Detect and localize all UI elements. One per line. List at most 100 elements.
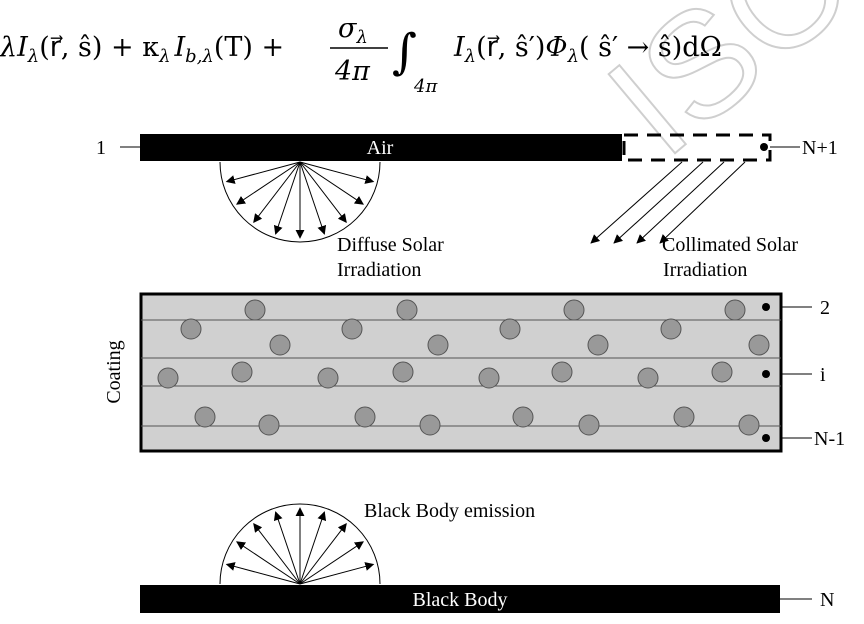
- equation-phase-function: Φ: [545, 32, 567, 63]
- radiation-arrow: [253, 161, 301, 224]
- node-i-label: i: [820, 364, 826, 386]
- radiation-arrow: [225, 562, 301, 585]
- collimated-arrow: [613, 161, 704, 244]
- particle: [341, 318, 363, 340]
- svg-text:Iλ(r⃗, ŝ′)Φλ( ŝ′ → ŝ)dΩ: Iλ(r⃗, ŝ′)Φλ( ŝ′ → ŝ)dΩ: [453, 32, 722, 67]
- particle: [269, 334, 291, 356]
- equation-intensity: I: [16, 32, 29, 63]
- diffuse-irradiation-hemisphere: [219, 161, 381, 243]
- radiation-arrow: [299, 161, 364, 205]
- equation-args-1: (r⃗, ŝ) + κ: [39, 32, 159, 63]
- radiation-arrow: [253, 522, 301, 585]
- black-body-emission-label: Black Body emission: [364, 500, 535, 522]
- particle: [427, 334, 449, 356]
- particle: [637, 367, 659, 389]
- equation-integral-domain: 4π: [413, 76, 438, 97]
- particle: [673, 406, 695, 428]
- coating-label: Coating: [103, 340, 125, 403]
- radiation-arrow: [273, 161, 301, 235]
- particle: [660, 318, 682, 340]
- equation-sub-lambda-4: λ: [567, 46, 579, 67]
- radiation-arrow: [236, 161, 301, 205]
- air-dashed-extension: [622, 133, 772, 162]
- black-body-layer: Black Body N: [140, 585, 834, 613]
- radiation-arrow: [299, 161, 347, 224]
- collimated-label-line2: Irradiation: [663, 259, 747, 281]
- radiation-arrow: [225, 161, 301, 184]
- air-label: Air: [367, 137, 394, 159]
- particle: [587, 334, 609, 356]
- equation-sub-lambda-3: λ: [464, 46, 476, 67]
- emission-arrows: [225, 507, 375, 585]
- node-dot-n-plus-1: [760, 143, 768, 151]
- particle: [180, 318, 202, 340]
- node-dot-i: [762, 370, 770, 378]
- black-body-bar: [140, 585, 780, 613]
- node-1-label: 1: [96, 137, 106, 159]
- collimated-arrow: [590, 161, 683, 244]
- node-n-minus-1-label: N-1: [814, 428, 845, 450]
- radiation-arrow: [299, 161, 375, 184]
- radiation-arrow: [299, 541, 364, 585]
- particle: [419, 414, 441, 436]
- particle: [396, 299, 418, 321]
- diffuse-label-line2: Irradiation: [337, 259, 421, 281]
- particle: [157, 367, 179, 389]
- diffuse-arrows: [225, 161, 375, 239]
- equation-blackbody-intensity: I: [174, 32, 187, 63]
- equation-intensity-in: I: [453, 32, 466, 63]
- radiation-arrow: [299, 562, 375, 585]
- black-body-emission-hemisphere: [219, 503, 381, 585]
- black-body-label: Black Body: [413, 589, 508, 611]
- particle: [317, 367, 339, 389]
- equation-sigma-sub: λ: [355, 27, 367, 48]
- node-2-label: 2: [820, 297, 830, 319]
- coating-layer: 2 i N-1 Coating: [103, 292, 845, 453]
- particle: [392, 361, 414, 383]
- particle: [563, 299, 585, 321]
- particle: [499, 318, 521, 340]
- particle: [354, 406, 376, 428]
- collimated-arrow: [636, 161, 725, 244]
- equation-kappa-sub: λ: [158, 46, 170, 67]
- equation-sub-b-lambda: b,λ: [185, 46, 214, 67]
- particle: [578, 414, 600, 436]
- particle: [551, 361, 573, 383]
- equation-args-2: (T) +: [214, 32, 284, 63]
- equation-sub-lambda: λ: [27, 46, 39, 67]
- node-n-plus-1-label: N+1: [802, 137, 838, 159]
- svg-text:σλ: σλ: [338, 13, 368, 48]
- collimated-label-line1: Collimated Solar: [662, 234, 798, 256]
- radiation-arrow: [273, 511, 301, 585]
- radiation-arrow: [299, 511, 327, 585]
- diffuse-label-line1: Diffuse Solar: [337, 234, 444, 256]
- particle: [478, 367, 500, 389]
- node-dot-2: [762, 303, 770, 311]
- emission-hemisphere-arc: [219, 503, 381, 585]
- radiation-arrow: [299, 161, 327, 235]
- air-bar: [140, 134, 622, 161]
- particle: [231, 361, 253, 383]
- particle: [738, 414, 760, 436]
- particle: [258, 414, 280, 436]
- equation-args-3: (r⃗, ŝ′): [476, 32, 545, 63]
- coating-particles: [157, 299, 770, 436]
- equation-four-pi: 4π: [334, 56, 371, 87]
- diffuse-hemisphere-arc: [219, 161, 381, 243]
- particle: [194, 406, 216, 428]
- particle: [711, 361, 733, 383]
- node-n-label: N: [820, 589, 834, 611]
- equation-sigma: σ: [338, 13, 358, 44]
- node-dot-n-minus-1: [762, 434, 770, 442]
- radiation-arrow: [236, 541, 301, 585]
- particle: [244, 299, 266, 321]
- collimated-irradiation-arrows: [590, 161, 746, 244]
- radiation-arrow: [299, 522, 347, 585]
- collimated-arrow: [659, 161, 746, 244]
- equation-integral-sign: ∫: [392, 24, 417, 80]
- air-layer: Air 1 N+1: [96, 133, 838, 162]
- particle: [724, 299, 746, 321]
